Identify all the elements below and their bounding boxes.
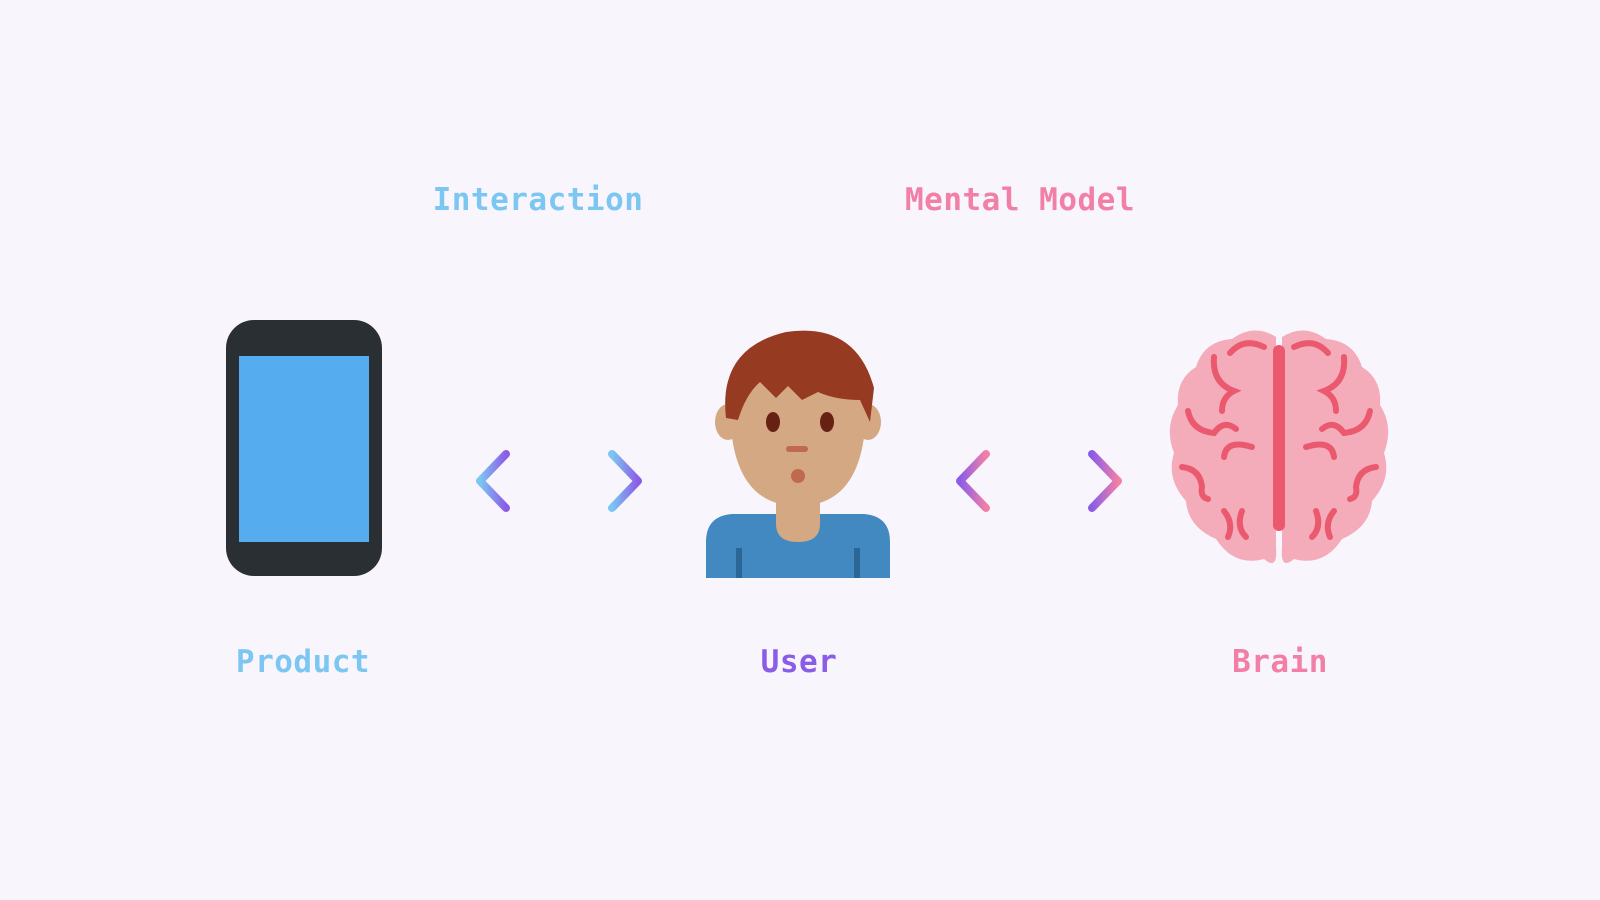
product-label: Product (235, 644, 371, 680)
mental-model-label: Mental Model (905, 182, 1135, 218)
man-shrugging-person-icon (706, 330, 890, 578)
double-headed-arrow-icon (476, 450, 642, 512)
brain-label: Brain (1232, 644, 1328, 680)
double-headed-arrow-icon (956, 450, 1122, 512)
face (730, 368, 866, 506)
interaction-label: Interaction (432, 182, 644, 218)
phone-screen (239, 356, 369, 542)
user-label: User (760, 644, 838, 680)
brain-icon (1169, 330, 1389, 563)
hair (725, 330, 874, 422)
shirt (706, 514, 890, 578)
mobile-phone-icon (226, 320, 382, 576)
